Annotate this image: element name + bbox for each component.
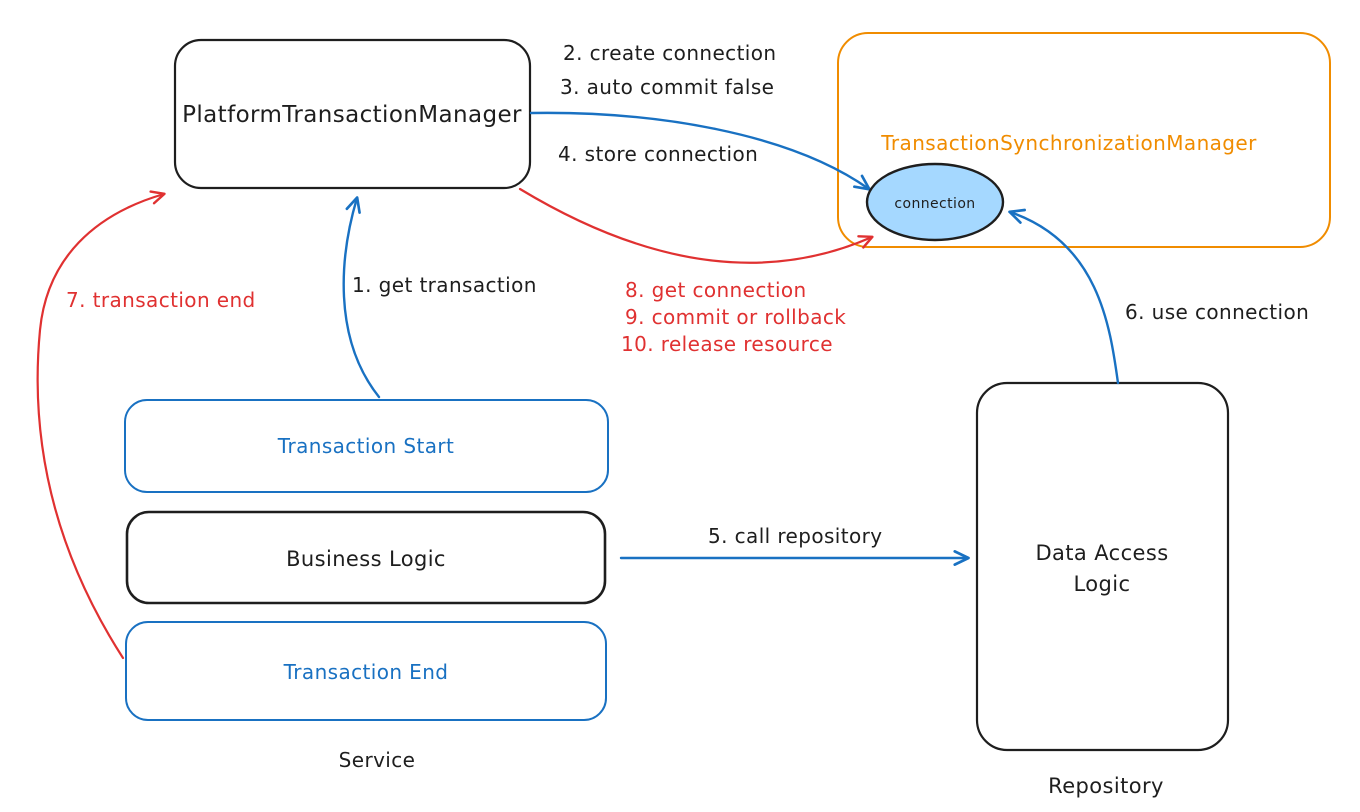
- transaction-end-label: Transaction End: [283, 660, 449, 684]
- arrow-use-connection: [1008, 208, 1120, 385]
- repository-caption: Repository: [1048, 774, 1164, 798]
- transaction-end-box: [125, 621, 607, 721]
- connection-label: connection: [894, 196, 975, 212]
- label-get-connection: 8. get connection: [625, 278, 807, 302]
- data-access-logic-label-line1: Data Access: [1035, 541, 1168, 565]
- label-store-connection: 4. store connection: [558, 142, 758, 166]
- label-commit-or-rollback: 9. commit or rollback: [625, 305, 846, 329]
- label-release-resource: 10. release resource: [621, 332, 833, 356]
- data-access-logic-label-line2: Logic: [1074, 572, 1131, 596]
- label-call-repository: 5. call repository: [708, 524, 883, 548]
- data-access-logic-box: [975, 381, 1230, 752]
- transaction-start-box: [124, 399, 609, 493]
- platform-transaction-manager-box: [173, 38, 532, 190]
- label-use-connection: 6. use connection: [1125, 300, 1309, 324]
- arrow-transaction-end: [36, 190, 166, 660]
- label-auto-commit-false: 3. auto commit false: [560, 75, 774, 99]
- transaction-synchronization-manager-label: TransactionSynchronizationManager: [880, 131, 1257, 155]
- arrow-commit-release: [518, 187, 874, 264]
- label-transaction-end: 7. transaction end: [66, 288, 256, 312]
- arrow-get-transaction: [342, 196, 381, 399]
- service-caption: Service: [339, 748, 416, 772]
- transaction-start-label: Transaction Start: [277, 434, 454, 458]
- platform-transaction-manager-label: PlatformTransactionManager: [182, 102, 522, 128]
- business-logic-label: Business Logic: [286, 547, 446, 571]
- label-create-connection: 2. create connection: [563, 41, 776, 65]
- connection-ellipse: [865, 162, 1005, 242]
- label-get-transaction: 1. get transaction: [352, 273, 537, 297]
- arrow-create-store-connection: [529, 111, 871, 191]
- business-logic-box: [125, 510, 607, 605]
